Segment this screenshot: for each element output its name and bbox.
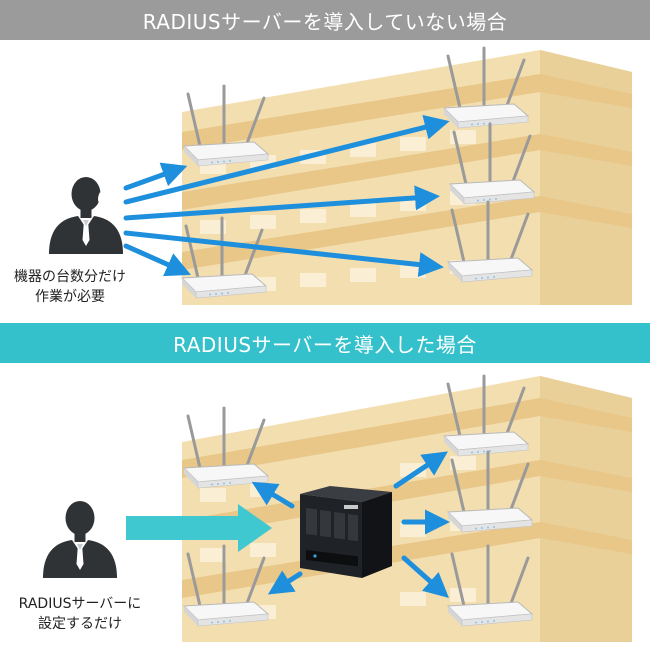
config-arrows [123,115,450,278]
header-with-radius: RADIUSサーバーを導入した場合 [0,323,650,363]
arrow [123,185,440,221]
arrow [123,115,450,205]
header-without-radius-title: RADIUSサーバーを導入していない場合 [142,9,508,34]
person-icon [49,177,123,254]
arrow [123,243,191,277]
caption-line: RADIUSサーバーに [18,596,142,612]
caption-with-radius: RADIUSサーバーに 設定するだけ [0,594,160,634]
server-arrows [251,451,451,598]
person-icon [43,501,117,578]
arrow [123,162,188,191]
arrow [401,555,449,598]
caption-line: 作業が必要 [35,289,105,305]
nas-server-icon [300,486,392,578]
arrow [393,451,448,489]
arrow [123,230,444,278]
arrow [267,570,303,595]
big-arrow [126,504,272,552]
caption-without-radius: 機器の台数分だけ 作業が必要 [0,267,140,307]
caption-line: 機器の台数分だけ [14,269,126,285]
sweat-drop-icon [98,192,102,204]
arrow [251,481,295,509]
header-without-radius: RADIUSサーバーを導入していない場合 [0,0,650,40]
caption-line: 設定するだけ [38,616,122,632]
header-with-radius-title: RADIUSサーバーを導入した場合 [173,332,477,357]
